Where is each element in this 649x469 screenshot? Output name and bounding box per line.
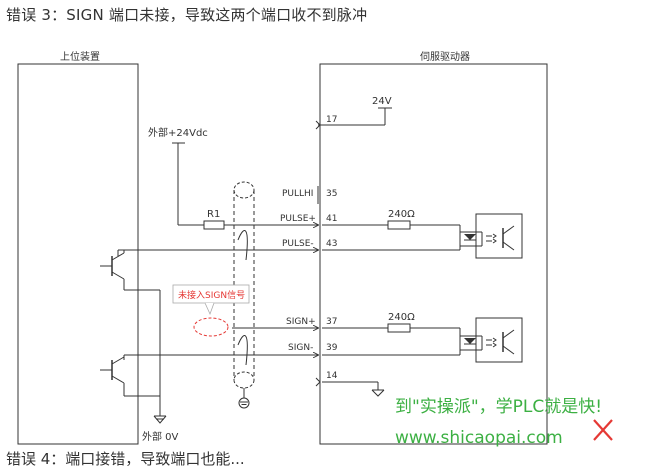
r1-label: R1 (207, 209, 220, 220)
host-device-label: 上位装置 (60, 50, 100, 63)
callout-text: 未接入SIGN信号 (178, 289, 245, 301)
servo-driver-box: 伺服驱动器 (319, 50, 548, 445)
v24-label: 24V (372, 96, 392, 107)
pin-17-number: 17 (326, 115, 337, 125)
bottom-heading-fragment: 错误 4：端口接错，导致端口也能... (6, 450, 245, 468)
res1-label: 240Ω (388, 209, 415, 220)
pin-35-name: PULLHI (282, 189, 313, 199)
upper-transistor (100, 250, 318, 290)
host-device-box: 上位装置 (17, 50, 139, 445)
missing-connection-marker (193, 317, 229, 337)
ext-0v-label: 外部 0V (142, 430, 179, 443)
pin-39-number: 39 (326, 343, 338, 353)
watermark-line-1: 到"实操派"，学PLC就是快! (395, 397, 602, 417)
sign-callout: 未接入SIGN信号 (172, 284, 250, 337)
pin-43-number: 43 (326, 239, 337, 249)
pin-labels: 17 PULLHI 35 PULSE+ 41 PULSE- 43 SIGN+ 3… (280, 115, 338, 381)
pin-41-name: PULSE+ (280, 214, 316, 224)
pin-37-number: 37 (326, 317, 337, 327)
pin-37-name: SIGN+ (286, 317, 316, 327)
wiring-diagram: 上位装置 伺服驱动器 外部+24Vdc R1 (17, 50, 613, 448)
pin-41-number: 41 (326, 214, 337, 224)
pulse-plus-circuit: 240Ω (322, 209, 523, 259)
pin-39-name: SIGN- (288, 343, 313, 353)
resistor-240-2 (387, 323, 411, 333)
optocoupler-2 (460, 317, 523, 363)
res2-label: 240Ω (388, 312, 415, 323)
pin-17-circuit: 24V (315, 96, 392, 130)
pin-35-number: 35 (326, 189, 337, 199)
ext-24v-label: 外部+24Vdc (148, 126, 208, 139)
resistor-r1 (203, 220, 225, 230)
lower-transistor (100, 289, 318, 424)
ext-24v-circuit: 外部+24Vdc R1 (148, 126, 318, 230)
sign-circuit: 240Ω (322, 312, 523, 363)
pin-14-ground (315, 377, 385, 397)
watermark-line-2: www.shicaopai.com (395, 428, 563, 448)
diagram-heading: 错误 3：SIGN 端口未接，导致这两个端口收不到脉冲 (6, 6, 368, 24)
optocoupler-1 (460, 213, 523, 259)
resistor-240-1 (387, 220, 411, 230)
pin-14-number: 14 (326, 371, 338, 381)
servo-driver-label: 伺服驱动器 (420, 50, 470, 63)
pin-43-name: PULSE- (282, 239, 314, 249)
watermark: 到"实操派"，学PLC就是快! www.shicaopai.com (395, 397, 613, 448)
cross-icon (593, 419, 613, 441)
